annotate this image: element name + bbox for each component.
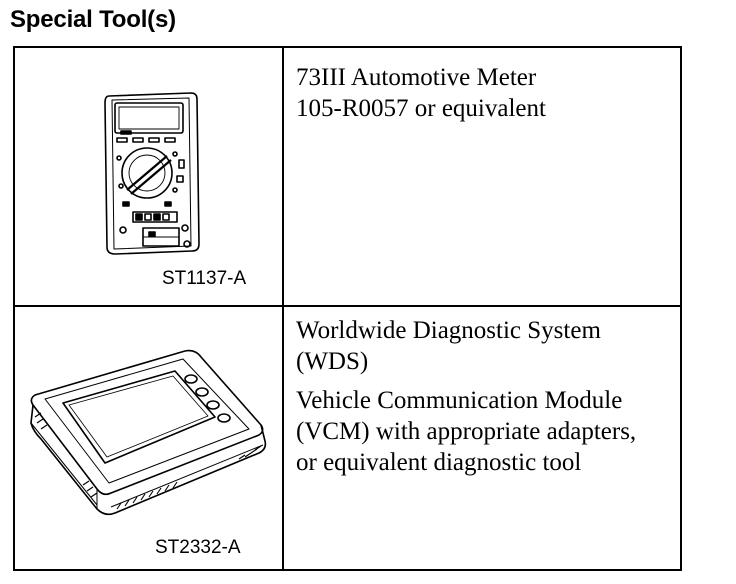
tool-image-cell: ST1137-A: [15, 48, 282, 305]
tool-name: 73III Automotive Meter: [296, 64, 537, 91]
tool-caption: ST2332-A: [155, 537, 241, 558]
tool-caption: ST1137-A: [162, 268, 247, 289]
tool-description: Worldwide Diagnostic System (WDS) Vehicl…: [284, 307, 656, 569]
diagnostic-module-illustration: [30, 349, 267, 516]
tool-image-cell: ST2332-A: [15, 307, 282, 569]
multimeter-illustration: [104, 92, 200, 255]
table-row-divider: [15, 305, 680, 307]
tool-description: 73III Automotive Meter 105-R0057 or equi…: [284, 48, 680, 319]
page-title: Special Tool(s): [10, 6, 176, 33]
tool-part-number: 105-R0057 or equivalent: [296, 95, 546, 122]
table-column-divider: [282, 48, 284, 569]
tool-name: Worldwide Diagnostic System (WDS): [296, 317, 601, 375]
tool-detail: Vehicle Communication Module (VCM) with …: [296, 387, 637, 476]
special-tools-table: ST1137-A 73III Automotive Meter 105-R005…: [13, 46, 682, 571]
